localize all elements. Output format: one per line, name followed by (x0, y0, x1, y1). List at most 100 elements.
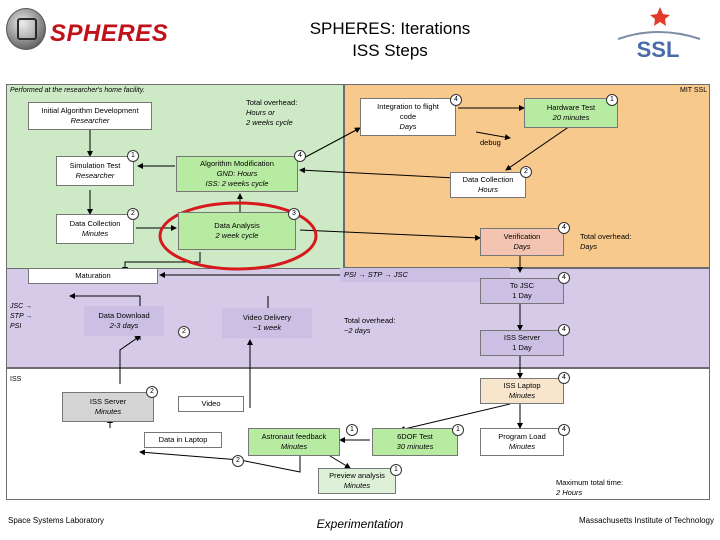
iss-server-xfer-title: ISS Server (503, 333, 541, 342)
preview-analysis-title: Preview analysis (329, 471, 385, 480)
title-line-1: SPHERES: Iterations (309, 19, 471, 38)
overhead-mit-line1: Total overhead: (580, 232, 632, 241)
integration-flight-code-box: Integration to flight code Days (360, 98, 456, 136)
verification-duration: Days (513, 242, 531, 251)
astronaut-feedback-duration: Minutes (280, 442, 308, 451)
highlight-circle (158, 201, 318, 271)
iss-server-iss-title: ISS Server (89, 397, 127, 406)
astronaut-feedback-box: Astronaut feedback Minutes (248, 428, 340, 456)
verification-badge: 4 (558, 222, 570, 234)
arrow-analysis-to-verification (299, 229, 481, 241)
mit-ssl-logo: SSL (617, 7, 701, 62)
overhead-home-line1: Total overhead: (246, 98, 298, 107)
iss-server-iss-box: ISS Server Minutes (62, 392, 154, 422)
mit-logo-arc (617, 31, 701, 40)
iss-region-label: ISS (10, 376, 22, 383)
integration-duration: Days (399, 122, 417, 131)
overhead-mit-line2: Days (580, 242, 598, 251)
transfer-label-psi: PSI (10, 323, 22, 330)
video-delivery-box: Video Delivery ~1 week (222, 308, 312, 338)
iss-badge-2: 2 (232, 455, 244, 467)
transfer-label-stp: STP → (10, 313, 33, 320)
initial-dev-title: Initial Algorithm Development (41, 106, 139, 115)
hardware-test-duration: 20 minutes (552, 113, 590, 122)
data-download-title: Data Download (98, 311, 150, 320)
datacoll-mit-title: Data Collection (462, 175, 514, 184)
to-jsc-title: To JSC (509, 281, 535, 290)
program-load-box: Program Load Minutes (480, 428, 564, 456)
total-overhead-xfer-note: Total overhead: ~2 days (344, 316, 395, 336)
algmod-gnd: GND: Hours (216, 169, 258, 178)
title-line-2: ISS Steps (352, 41, 428, 60)
mit-logo-star (650, 7, 670, 26)
arrow-analysis-to-maturation (122, 252, 201, 273)
data-analysis-box: Data Analysis 2 week cycle (178, 212, 296, 250)
mit-region-label: MIT SSL (680, 87, 708, 94)
overhead-xfer-line2: ~2 days (344, 326, 371, 335)
overhead-home-line2: Hours or (246, 108, 275, 117)
data-in-laptop-label: Data in Laptop (158, 435, 208, 444)
arrow-feedback-to-preview (329, 455, 351, 469)
debug-label: debug (480, 138, 501, 147)
datacoll-home-badge: 2 (127, 208, 139, 220)
maturation-label: Maturation (75, 271, 111, 280)
transfer-label-jsc: JSC → (10, 303, 33, 310)
home-region-label: Performed at the researcher's home facil… (10, 87, 145, 94)
algmod-title: Algorithm Modification (200, 159, 274, 168)
program-load-title: Program Load (498, 432, 546, 441)
spheres-logo-inner (17, 18, 37, 40)
mit-logo-text: SSL (637, 37, 680, 62)
arrow-feedback-to-laptop (139, 449, 301, 473)
footer-right: Massachusetts Institute of Technology (578, 516, 714, 525)
algmod-iss: ISS: 2 weeks cycle (205, 179, 269, 188)
simulation-test-title: Simulation Test (69, 161, 121, 170)
to-jsc-duration: 1 Day (512, 291, 532, 300)
program-load-badge: 4 (558, 424, 570, 436)
data-download-box: Data Download 2-3 days (84, 306, 164, 336)
arrow-laptop-to-6dof (399, 403, 511, 432)
simulation-test-owner: Researcher (75, 171, 115, 180)
hardware-test-badge: 1 (606, 94, 618, 106)
integration-title-2: code (399, 112, 417, 121)
astronaut-feedback-badge: 1 (346, 424, 358, 436)
analysis-duration: 2 week cycle (215, 231, 259, 240)
video-delivery-duration: ~1 week (252, 323, 282, 332)
footer-center: Experimentation (316, 517, 404, 531)
arrow-debug (475, 131, 511, 141)
datacoll-mit-badge: 2 (520, 166, 532, 178)
iss-server-xfer-badge: 4 (558, 324, 570, 336)
iss-server-iss-badge: 2 (146, 386, 158, 398)
iss-server-transfer-box: ISS Server 1 Day (480, 330, 564, 356)
overhead-home-line3: 2 weeks cycle (246, 118, 293, 127)
iss-laptop-box: ISS Laptop Minutes (480, 378, 564, 404)
data-collection-home-box: Data Collection Minutes (56, 214, 134, 244)
verification-box: Verification Days (480, 228, 564, 256)
iss-laptop-title: ISS Laptop (503, 381, 541, 390)
preview-analysis-box: Preview analysis Minutes (318, 468, 396, 494)
iss-laptop-badge: 4 (558, 372, 570, 384)
to-jsc-badge: 4 (558, 272, 570, 284)
transfer-region-label: JSC → STP → PSI (10, 302, 50, 332)
iss-server-xfer-duration: 1 Day (512, 343, 532, 352)
max-time-line1: Maximum total time: (556, 478, 624, 487)
integration-title: Integration to flight (377, 102, 439, 111)
hardware-test-box: Hardware Test 20 minutes (524, 98, 618, 128)
data-download-duration: 2-3 days (109, 321, 139, 330)
sixdof-test-duration: 30 minutes (396, 442, 434, 451)
spheres-logo-text: SPHERES (50, 20, 169, 47)
preview-analysis-badge: 1 (390, 464, 402, 476)
psi-stp-jsc-box: PSI → STP → JSC (340, 268, 510, 282)
video-label: Video (201, 399, 221, 408)
datacoll-mit-duration: Hours (477, 185, 498, 194)
maturation-box: Maturation (28, 268, 158, 284)
preview-analysis-duration: Minutes (343, 481, 371, 490)
sixdof-test-badge: 1 (452, 424, 464, 436)
overhead-xfer-line1: Total overhead: (344, 316, 396, 325)
initial-algorithm-development-box: Initial Algorithm Development Researcher (28, 102, 152, 130)
video-delivery-title: Video Delivery (242, 313, 292, 322)
arrow-hardware-to-datacoll (505, 125, 571, 171)
arrow-algmod-to-integration (299, 127, 361, 161)
verification-title: Verification (503, 232, 541, 241)
maximum-total-time-note: Maximum total time: 2 Hours (556, 478, 623, 498)
astronaut-feedback-title: Astronaut feedback (261, 432, 327, 441)
